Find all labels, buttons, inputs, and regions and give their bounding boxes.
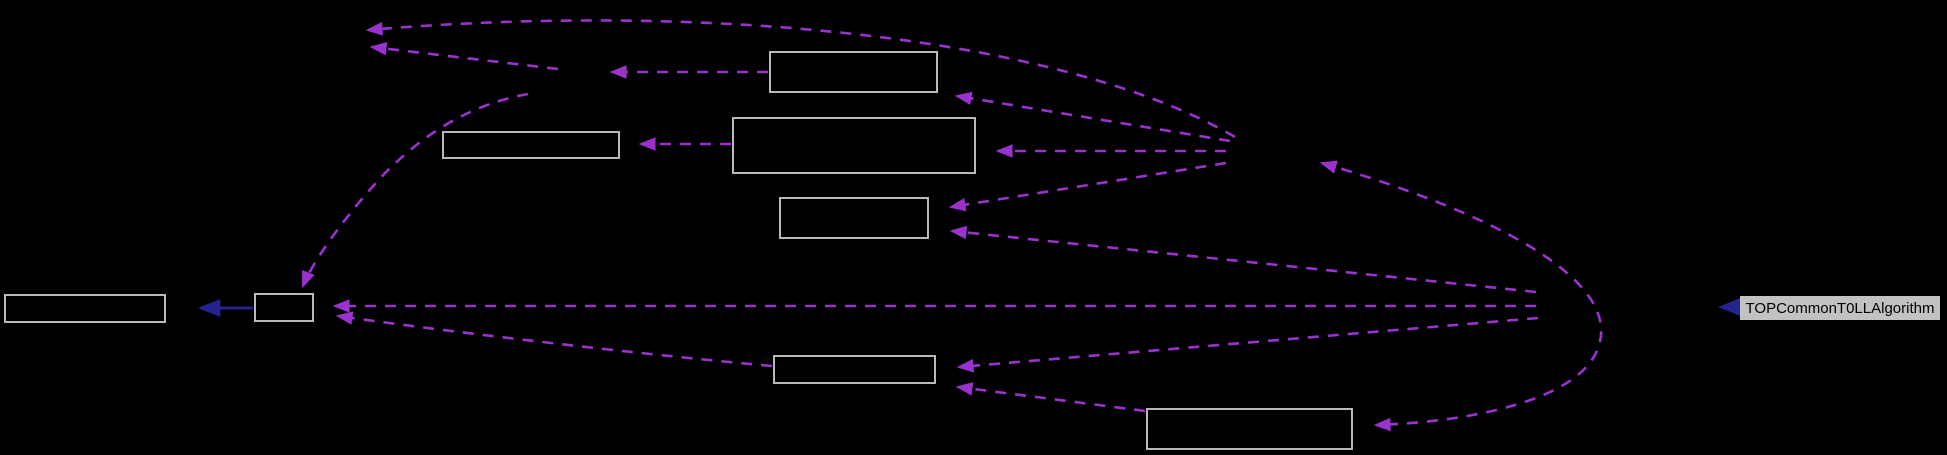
main-node-topcommont0llalgorithm: TOPCommonT0LLAlgorithm [1740,296,1940,320]
edge-bottommid-to-small [335,311,773,368]
edge-right-big-arc [1319,160,1603,432]
edge-to-mid-small-lower [949,225,1537,294]
edge-to-mid-small-upper [948,161,1227,212]
edge-top-sweep [365,19,1236,139]
node-far-left[interactable] [4,294,166,323]
nodes-layer [4,51,1353,450]
edge-curve-to-small-top [301,92,529,289]
node-mid-small[interactable] [779,197,929,239]
node-mid-large[interactable] [732,117,976,174]
main-node-box [1740,296,1940,320]
edge-right-to-bottommid [956,316,1539,373]
node-bottom-mid[interactable] [773,355,936,384]
node-mid-left[interactable] [442,131,620,159]
edge-to-top-node-corner [954,91,1231,143]
main-node-label: TOPCommonT0LLAlgorithm [1746,300,1935,317]
node-bottom-right[interactable] [1146,408,1353,450]
node-left-small[interactable] [254,293,314,322]
edges-layer [197,19,1741,432]
node-top[interactable] [769,51,938,93]
